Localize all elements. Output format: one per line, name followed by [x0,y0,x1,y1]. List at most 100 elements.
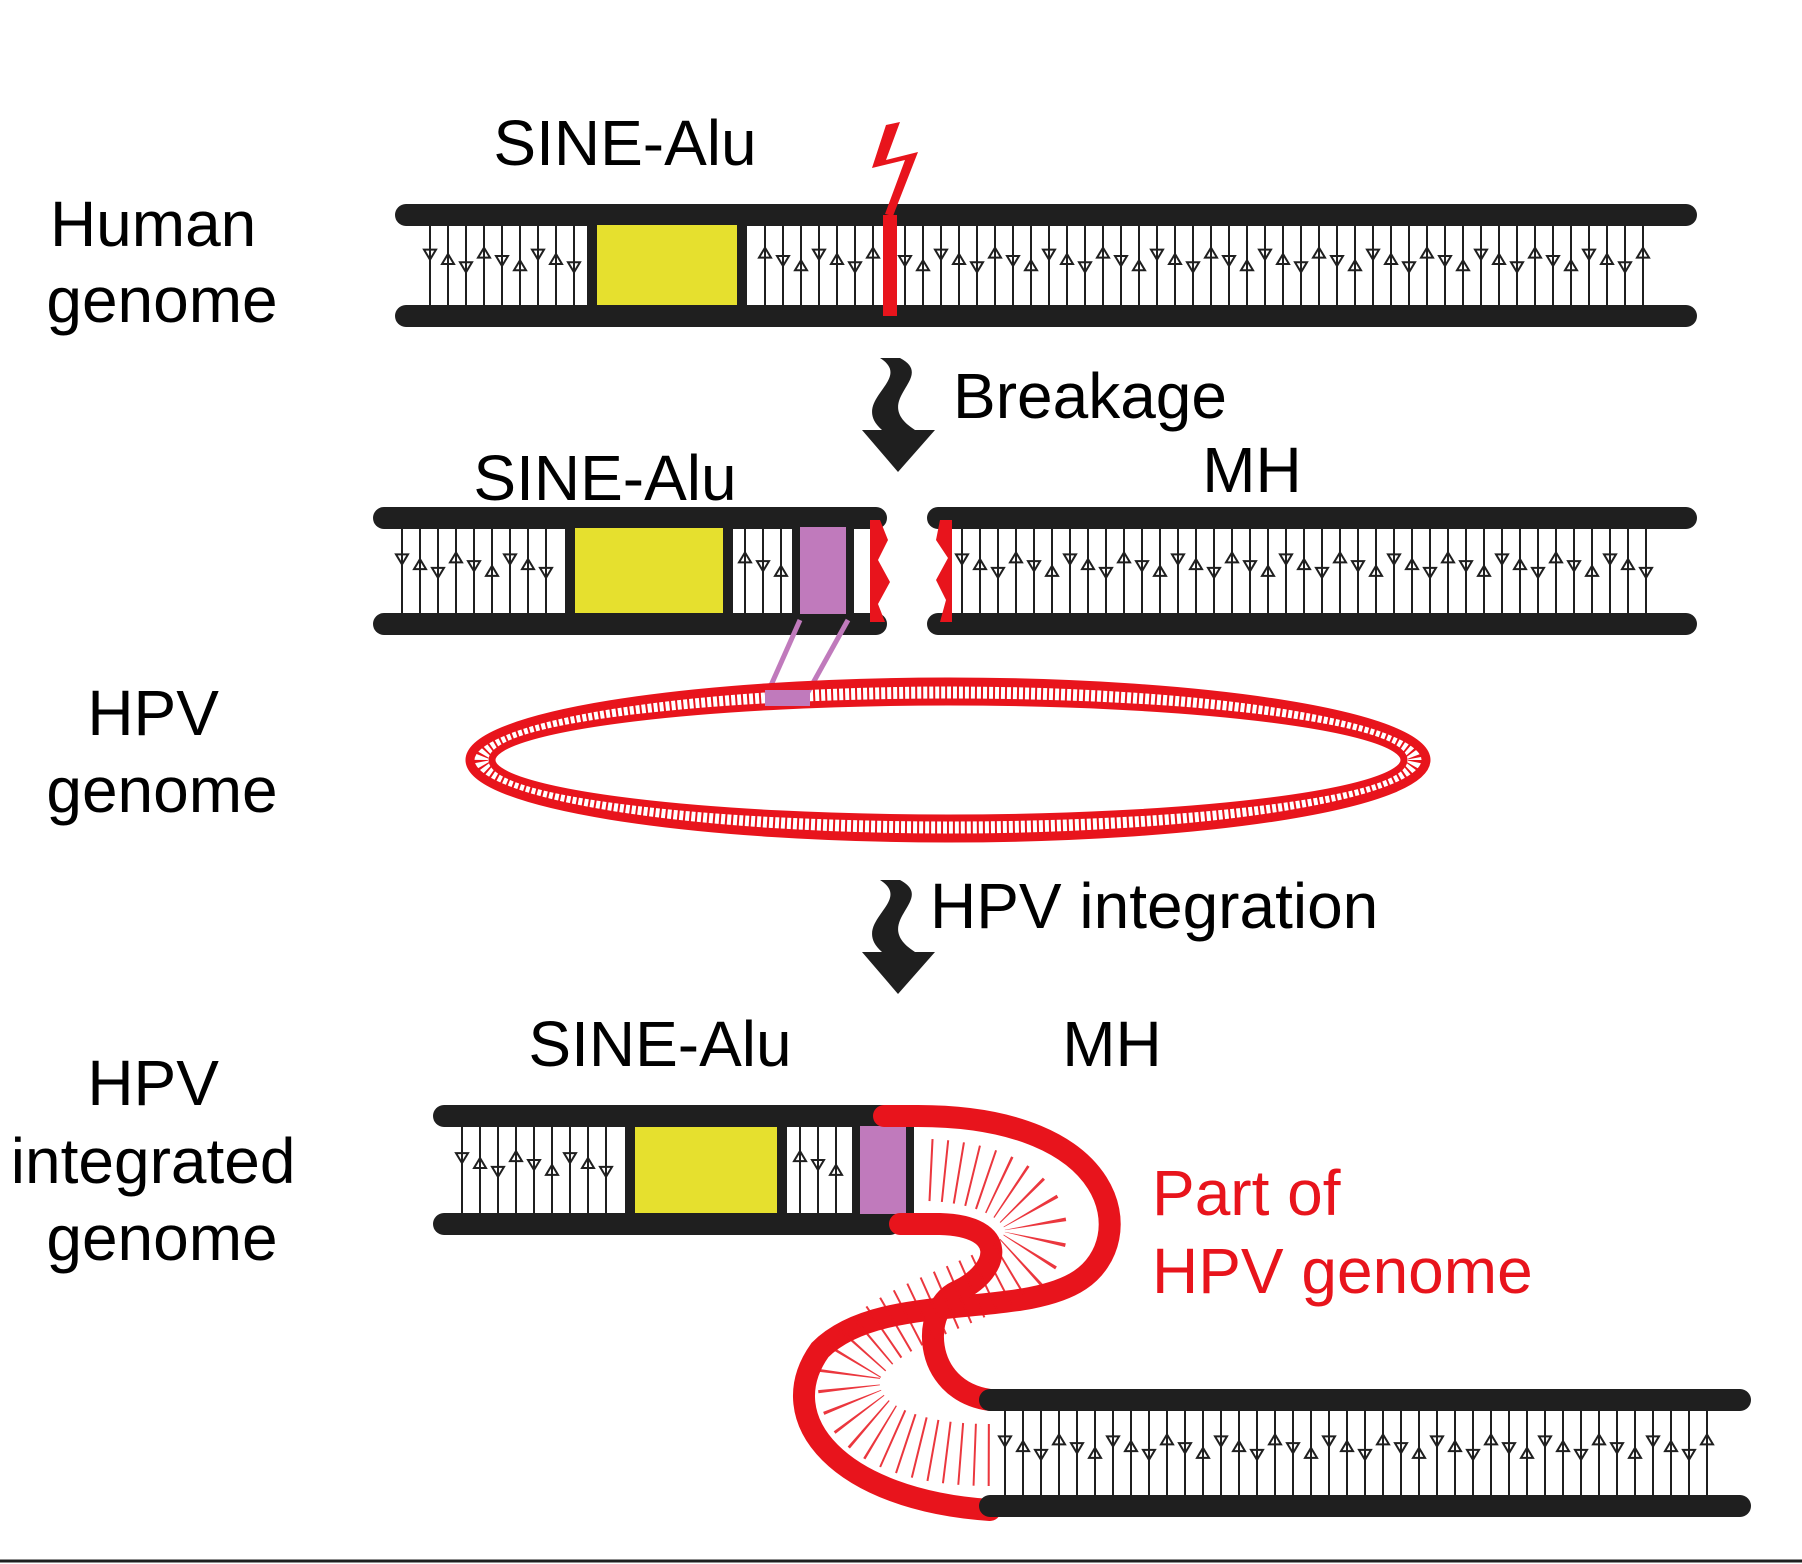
base-pair-mark [951,252,967,265]
base-pair-mark [494,254,510,268]
base-pair-mark [1620,557,1636,571]
base-pair-mark [1260,563,1276,577]
dna-human-genome [395,122,1697,327]
base-pair-mark [1278,553,1294,567]
hpv-part-line1: Part of [1152,1157,1341,1229]
step-arrow-breakage-icon [862,358,935,472]
hpv-strand-outer [793,1105,1121,1521]
hpv-ring-outer [465,677,1431,843]
base-pair-mark [412,557,428,571]
break-end-right [936,520,952,622]
hpv-ring-rungs [474,685,1422,835]
base-pair-mark [1617,261,1633,275]
hpv-part-line2: HPV genome [1152,1235,1533,1307]
base-pair-mark [1383,252,1399,265]
row-label-human-line1: Human [50,188,256,260]
base-pair-mark [1447,1439,1463,1453]
base-pair-mark [1419,245,1435,259]
hpv-ring-inner [488,698,1408,822]
base-pair-mark [1609,1442,1625,1456]
base-pair-mark [1123,1439,1139,1453]
base-pair-mark [548,252,564,265]
base-pair-mark [1563,258,1579,272]
dna-integrated-left [433,1105,914,1235]
base-pair-mark [1555,1439,1571,1453]
base-pair-mark [1213,1435,1229,1449]
base-pair-mark [1411,1445,1427,1459]
base-pair-mark [580,1156,596,1169]
base-pair-mark [1663,1439,1679,1453]
label-mh-2: MH [1062,1008,1162,1080]
row-label-human-line2: genome [46,264,277,336]
base-pair-mark [1206,566,1222,580]
base-pair-mark [933,248,949,262]
base-pair-mark [1311,245,1327,259]
label-sine-alu-1: SINE-Alu [493,107,756,179]
sine-alu-box [587,215,747,315]
base-pair-mark [1437,254,1453,268]
base-pair-mark [530,248,546,262]
break-end-left [870,520,890,622]
base-pair-mark [1195,1445,1211,1459]
base-pair-mark [1339,1439,1355,1453]
base-pair-mark [1347,258,1363,272]
base-pair-mark [1087,1445,1103,1459]
base-pair-mark [1008,550,1024,564]
base-pair-mark [1041,248,1057,262]
base-pair-mark [990,566,1006,580]
base-pair-mark [1242,560,1258,574]
base-pair-mark [1051,1432,1067,1446]
base-pair-mark [598,1165,614,1179]
hpv-strand-inner [889,1213,1003,1411]
homology-connector [765,618,803,694]
base-pair-mark [1321,1435,1337,1449]
base-pair-mark [1296,557,1312,571]
base-pair-mark [1350,560,1366,574]
base-pair-mark [1141,1448,1157,1462]
base-pair-mark [454,1152,470,1166]
base-pair-mark [430,566,446,580]
base-pair-mark [1602,553,1618,567]
dna-left-fragment [373,507,890,635]
base-pair-mark [1573,1448,1589,1462]
base-pair-mark [828,1162,844,1176]
base-pair-mark [1465,1448,1481,1462]
base-pair-mark [1149,248,1165,262]
sine-alu-box [565,518,733,623]
base-pair-mark [1098,566,1114,580]
base-pair-mark [512,258,528,272]
row-label-integrated-line3: genome [46,1202,277,1274]
hpv-integrated-segment [793,1105,1121,1521]
step-arrow-integration-icon [862,880,935,994]
base-pair-mark [811,248,827,262]
base-pair-mark [1530,566,1546,580]
base-pair-mark [792,1149,808,1163]
base-pair-mark [1159,1432,1175,1446]
base-pairs [954,529,1654,613]
row-label-hpv-integrated-genome: HPV integrated genome [11,1047,313,1274]
row-label-human-genome: Human genome [46,188,277,336]
base-pair-mark [987,245,1003,259]
base-pair-mark [1368,563,1384,577]
base-pair-mark [562,1152,578,1166]
base-pair-mark [1023,258,1039,272]
base-pair-mark [969,261,985,275]
base-pair-mark [1681,1448,1697,1462]
base-pair-mark [1080,557,1096,571]
base-pair-mark [1494,553,1510,567]
base-pair-mark [1033,1448,1049,1462]
base-pair-mark [1638,566,1654,580]
base-pair-mark [1167,252,1183,265]
base-pair-mark [1581,248,1597,262]
base-pair-mark [1591,1432,1607,1446]
base-pair-mark [1257,248,1273,262]
base-pair-mark [1224,550,1240,564]
lightning-icon [872,122,918,216]
base-pair-mark [440,252,456,265]
base-pair-mark [1537,1435,1553,1449]
base-pair-mark [1249,1448,1265,1462]
base-pair-mark [1069,1442,1085,1456]
base-pair-mark [1044,563,1060,577]
base-pair-mark [1275,252,1291,265]
